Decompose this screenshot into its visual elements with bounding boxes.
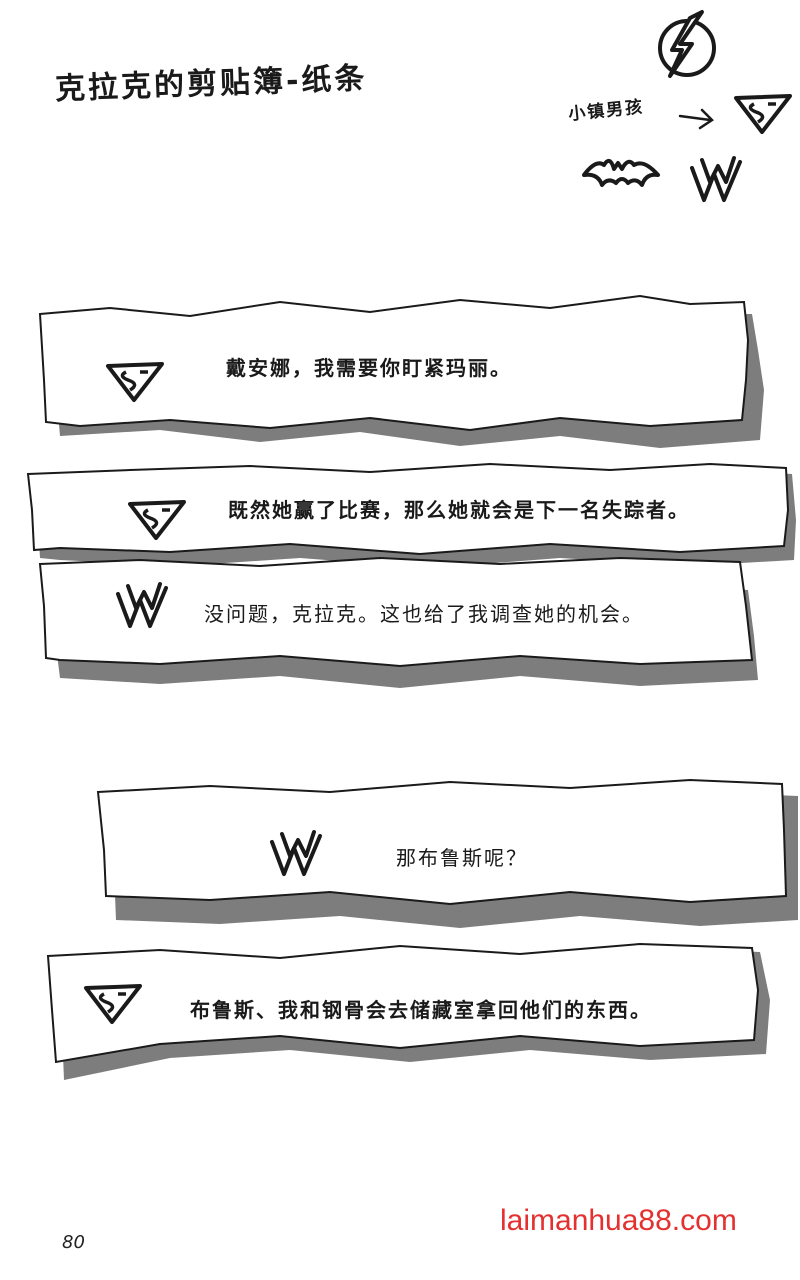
superman-shield-icon xyxy=(106,362,164,402)
note-text: 既然她赢了比赛，那么她就会是下一名失踪者。 xyxy=(228,498,690,522)
note-text: 没问题，克拉克。这也给了我调查她的机会。 xyxy=(204,602,644,626)
superman-shield-icon xyxy=(84,984,142,1024)
wonder-woman-icon xyxy=(270,830,322,876)
note: 那布鲁斯呢？ xyxy=(0,770,800,940)
note: 没问题，克拉克。这也给了我调查她的机会。 xyxy=(0,556,800,696)
superman-shield-icon xyxy=(128,500,186,540)
note-text: 布鲁斯、我和钢骨会去储藏室拿回他们的东西。 xyxy=(190,998,652,1022)
wonder-woman-icon xyxy=(116,582,168,628)
wonder-woman-icon xyxy=(690,156,742,202)
bat-icon xyxy=(582,158,660,187)
page-title: 克拉克的剪贴簿-纸条 xyxy=(54,61,368,107)
superman-shield-icon xyxy=(734,94,792,134)
arrow-icon xyxy=(678,108,714,130)
flash-icon xyxy=(658,10,716,78)
note: 布鲁斯、我和钢骨会去储藏室拿回他们的东西。 xyxy=(0,930,800,1090)
note: 既然她赢了比赛，那么她就会是下一名失踪者。 xyxy=(0,460,800,580)
note-text: 戴安娜，我需要你盯紧玛丽。 xyxy=(226,356,512,380)
legend: 小镇男孩 xyxy=(560,0,800,230)
note: 戴安娜，我需要你盯紧玛丽。 xyxy=(0,280,800,460)
note-text: 那布鲁斯呢？ xyxy=(396,846,528,870)
watermark: laimanhua88.com xyxy=(500,1204,737,1237)
legend-label: 小镇男孩 xyxy=(567,97,646,125)
page-number: 80 xyxy=(62,1232,85,1253)
